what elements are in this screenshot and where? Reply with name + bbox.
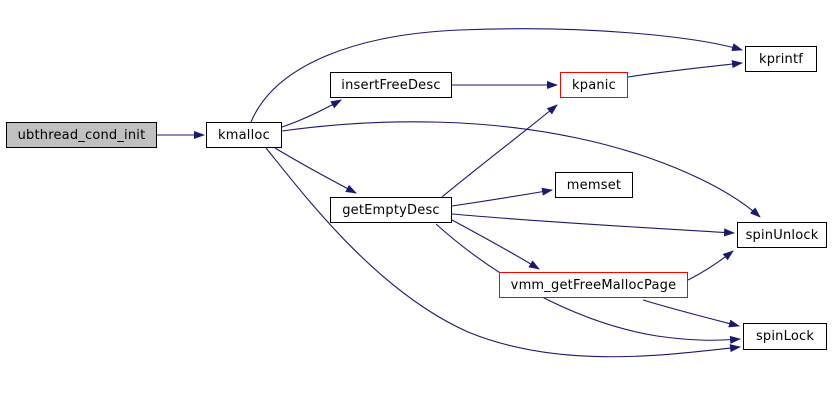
- graph-node-kmalloc[interactable]: kmalloc: [206, 122, 282, 148]
- graph-node-memset[interactable]: memset: [555, 172, 633, 198]
- edge-vmm_getFreeMallocPage-to-spinUnlock: [687, 250, 734, 281]
- graph-node-label: spinUnlock: [745, 227, 819, 243]
- edge-kmalloc-to-spinUnlock: [281, 121, 761, 218]
- edge-kpanic-to-kprintf: [627, 60, 743, 78]
- edge-getEmptyDesc-to-kpanic: [441, 104, 558, 198]
- graph-node-spinUnlock[interactable]: spinUnlock: [737, 222, 827, 248]
- graph-node-label: getEmptyDesc: [342, 202, 440, 218]
- graph-node-label: kmalloc: [218, 127, 270, 143]
- edge-kmalloc-to-kprintf: [250, 28, 743, 123]
- graph-node-label: vmm_getFreeMallocPage: [510, 277, 677, 293]
- graph-node-kpanic[interactable]: kpanic: [560, 72, 628, 98]
- edge-getEmptyDesc-to-spinUnlock: [451, 213, 735, 237]
- graph-node-kprintf[interactable]: kprintf: [745, 46, 817, 72]
- graph-node-label: kpanic: [572, 77, 616, 93]
- graph-node-label: insertFreeDesc: [341, 77, 441, 93]
- graph-node-vmm_getFreeMallocPage[interactable]: vmm_getFreeMallocPage: [499, 272, 688, 298]
- graph-node-label: ubthread_cond_init: [17, 127, 146, 143]
- edge-vmm_getFreeMallocPage-to-spinLock: [642, 299, 740, 328]
- graph-node-spinLock[interactable]: spinLock: [743, 323, 827, 350]
- edge-getEmptyDesc-to-memset: [451, 187, 553, 207]
- graph-node-getEmptyDesc[interactable]: getEmptyDesc: [330, 197, 452, 223]
- graph-node-insertFreeDesc[interactable]: insertFreeDesc: [330, 72, 452, 98]
- edge-kmalloc-to-getEmptyDesc: [274, 147, 357, 194]
- graph-node-label: spinLock: [755, 329, 815, 344]
- edge-kmalloc-to-insertFreeDesc: [281, 99, 342, 128]
- graph-node-label: kprintf: [758, 51, 804, 67]
- edge-getEmptyDesc-to-vmm_getFreeMallocPage: [451, 219, 540, 270]
- edge-kmalloc-to-spinLock: [265, 147, 741, 358]
- graph-node-ubthread_cond_init: ubthread_cond_init: [6, 122, 157, 148]
- graph-node-label: memset: [566, 177, 622, 193]
- edge-getEmptyDesc-to-spinLock: [435, 223, 741, 344]
